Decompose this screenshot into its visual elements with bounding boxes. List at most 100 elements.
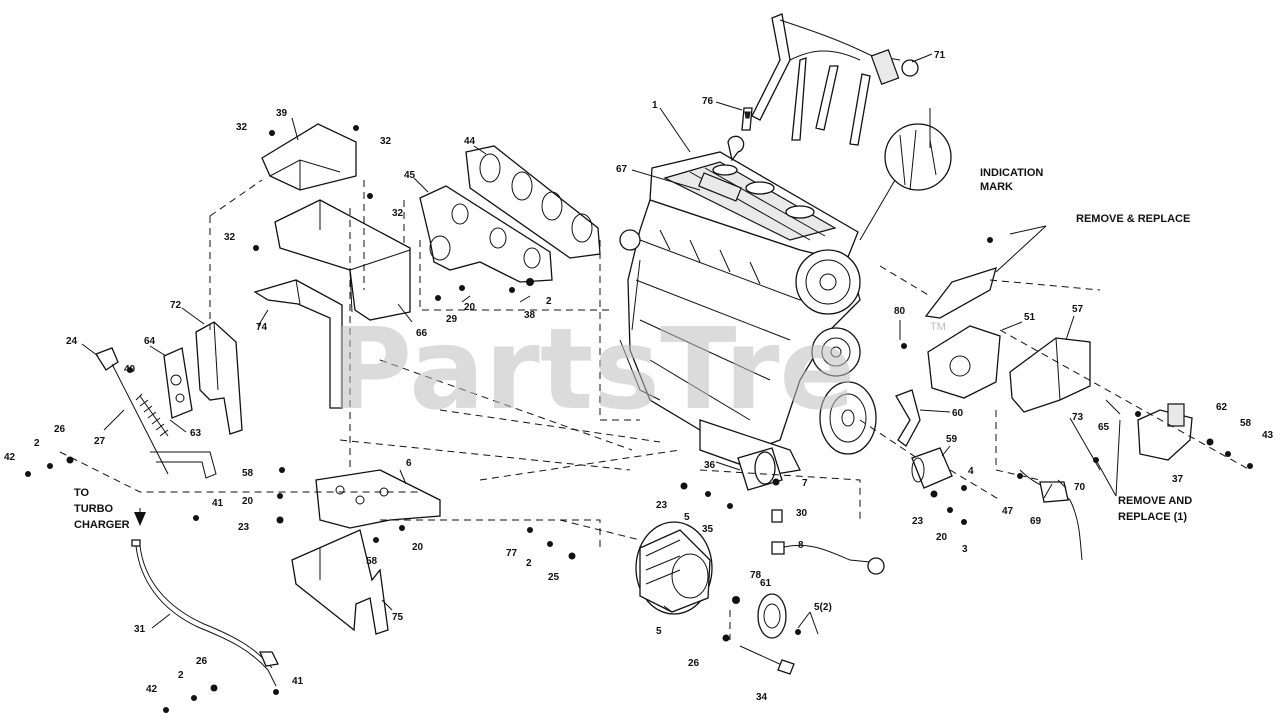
callout-58b: 58 bbox=[366, 556, 378, 567]
callout-58a: 58 bbox=[242, 468, 254, 479]
callout-35: 35 bbox=[702, 524, 714, 535]
callout-62: 62 bbox=[1216, 402, 1228, 413]
exhaust-manifold-45 bbox=[419, 185, 553, 283]
callout-leaders bbox=[81, 53, 1121, 635]
callout-5a: 5 bbox=[684, 512, 690, 523]
callout-43: 43 bbox=[1262, 430, 1274, 441]
callout-numbers: 1 71 76 67 39 32 32 32 32 44 45 20 2 38 … bbox=[4, 50, 1274, 703]
callout-2b: 2 bbox=[34, 438, 40, 449]
callout-4: 4 bbox=[968, 466, 974, 477]
belt-tensioner-60 bbox=[895, 389, 921, 447]
callout-24: 24 bbox=[66, 336, 78, 347]
turbo-label-3: CHARGER bbox=[74, 519, 130, 531]
callout-2a: 2 bbox=[546, 296, 552, 307]
bolt-34 bbox=[739, 645, 795, 675]
spark-plug-wire-set bbox=[751, 13, 919, 146]
mounting-bracket-75 bbox=[291, 529, 389, 635]
callout-36: 36 bbox=[704, 460, 716, 471]
callout-31: 31 bbox=[134, 624, 146, 635]
callout-72: 72 bbox=[170, 300, 182, 311]
sensor-37 bbox=[1137, 403, 1193, 461]
callout-70: 70 bbox=[1074, 482, 1086, 493]
gasket-plate-64 bbox=[163, 347, 193, 419]
callout-45: 45 bbox=[404, 170, 416, 181]
callout-60: 60 bbox=[952, 408, 964, 419]
callout-23b: 23 bbox=[656, 500, 668, 511]
dashed-leader-lines bbox=[59, 179, 1251, 640]
turbo-label-2: TURBO bbox=[74, 503, 114, 515]
callout-32d: 32 bbox=[224, 232, 236, 243]
engine-assembly bbox=[619, 135, 877, 491]
svg-text:PartsTre: PartsTre bbox=[330, 305, 855, 435]
svg-text:TM: TM bbox=[930, 321, 946, 333]
callout-65: 65 bbox=[1098, 422, 1110, 433]
bracket-74 bbox=[253, 279, 343, 409]
callout-64: 64 bbox=[144, 336, 156, 347]
callout-23a: 23 bbox=[238, 522, 250, 533]
callout-71: 71 bbox=[934, 50, 946, 61]
sensor-wire-70 bbox=[1019, 469, 1083, 561]
callout-5b: 5 bbox=[656, 626, 662, 637]
callout-51: 51 bbox=[1024, 312, 1036, 323]
timing-cover-upper bbox=[924, 267, 997, 319]
indication-mark-detail bbox=[859, 123, 952, 241]
remove-and-replace-label-1: REMOVE AND bbox=[1118, 495, 1192, 507]
indication-mark-label-2: MARK bbox=[980, 181, 1013, 193]
heat-shield-66 bbox=[274, 199, 411, 321]
callout-32c: 32 bbox=[392, 208, 404, 219]
callout-32b: 32 bbox=[380, 136, 392, 147]
annotation-labels: INDICATION MARK REMOVE & REPLACE REMOVE … bbox=[74, 167, 1192, 531]
callout-30: 30 bbox=[796, 508, 808, 519]
callout-20b: 20 bbox=[242, 496, 254, 507]
callout-75: 75 bbox=[392, 612, 404, 623]
callout-1: 1 bbox=[652, 100, 658, 111]
callout-61: 61 bbox=[760, 578, 772, 589]
callout-38: 38 bbox=[524, 310, 536, 321]
callout-42a: 42 bbox=[4, 452, 16, 463]
spring-63 bbox=[135, 393, 169, 437]
callout-25: 25 bbox=[548, 572, 560, 583]
callout-7: 7 bbox=[802, 478, 808, 489]
heat-shield-39 bbox=[261, 123, 357, 191]
callout-23c: 23 bbox=[912, 516, 924, 527]
callout-74: 74 bbox=[256, 322, 268, 333]
oil-pressure-sensor-wire bbox=[771, 509, 885, 575]
callout-42b: 42 bbox=[146, 684, 158, 695]
callout-41a: 41 bbox=[212, 498, 224, 509]
callout-26b: 26 bbox=[196, 656, 208, 667]
bracket-72 bbox=[195, 321, 243, 435]
callout-58c: 58 bbox=[1240, 418, 1252, 429]
callout-77: 77 bbox=[506, 548, 518, 559]
cover-51 bbox=[927, 325, 1001, 399]
callout-29: 29 bbox=[446, 314, 458, 325]
callout-80: 80 bbox=[894, 306, 906, 317]
callout-32a: 32 bbox=[236, 122, 248, 133]
callout-2d: 2 bbox=[526, 558, 532, 569]
dipstick-assembly bbox=[95, 347, 217, 479]
callout-20c: 20 bbox=[412, 542, 424, 553]
callout-6: 6 bbox=[406, 458, 412, 469]
alternator-5 bbox=[635, 521, 713, 615]
indication-mark-label-1: INDICATION bbox=[980, 167, 1043, 179]
pulley-61 bbox=[757, 593, 787, 639]
callout-5-2: 5(2) bbox=[814, 602, 832, 613]
mounting-bracket-6 bbox=[315, 469, 441, 529]
turbo-direction-arrow bbox=[134, 512, 146, 526]
callout-34: 34 bbox=[756, 692, 768, 703]
watermark: PartsTre TM bbox=[330, 305, 946, 435]
callout-26a: 26 bbox=[54, 424, 66, 435]
callout-37: 37 bbox=[1172, 474, 1184, 485]
fastener-hardware bbox=[25, 125, 1253, 713]
callout-20a: 20 bbox=[464, 302, 476, 313]
water-outlet-59 bbox=[911, 447, 953, 489]
callout-40: 40 bbox=[124, 364, 136, 375]
callout-20d: 20 bbox=[936, 532, 948, 543]
callout-63: 63 bbox=[190, 428, 202, 439]
turbo-oil-pipe bbox=[131, 539, 279, 687]
callout-47: 47 bbox=[1002, 506, 1014, 517]
callout-27: 27 bbox=[94, 436, 106, 447]
callout-67: 67 bbox=[616, 164, 628, 175]
callout-69: 69 bbox=[1030, 516, 1042, 527]
remove-and-replace-label-2: REPLACE (1) bbox=[1118, 511, 1187, 523]
